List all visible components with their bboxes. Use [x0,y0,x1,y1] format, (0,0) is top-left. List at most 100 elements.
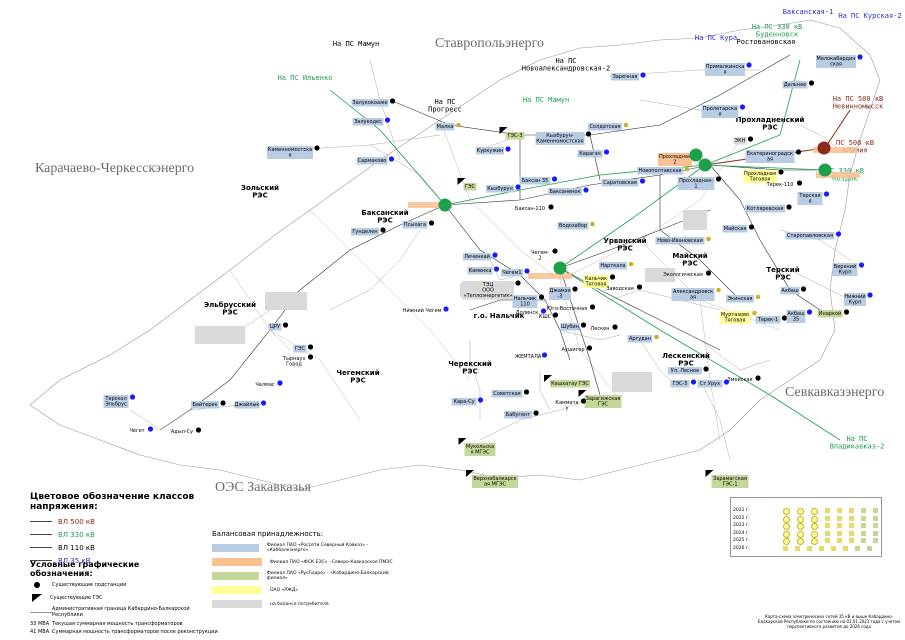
substation-node [739,104,746,110]
station-box [472,475,518,488]
schedule-cell [807,545,812,551]
schedule-cell [867,545,872,551]
station-box [535,132,585,145]
station-box [786,310,806,323]
region-stavropol: Ставропольэнерго [435,36,544,51]
schedule-row [783,515,878,524]
schedule-year: 2025 г. [733,538,750,543]
station-chegem2: Чегем-2 [531,248,558,262]
station-box [697,380,723,388]
schedule-cell [837,530,842,536]
schedule-cell [849,515,854,521]
station-box [577,150,603,158]
station-label: ГЭС-3 [507,133,522,139]
station-label: Терек-1 [757,317,778,323]
station-box [519,177,551,185]
station-box [476,147,504,155]
voltage-legend: Цветовое обозначение классов напряжения:… [30,492,240,567]
substation-node [628,261,634,267]
station-novopoltavskaya: Новополтавская [637,166,690,175]
schedule-year: 2021 г. [733,508,750,513]
station-label: Чегем-2 [531,250,549,262]
schedule-cell [843,545,848,551]
station-box [816,55,856,68]
station-label: Дальнее [784,82,807,88]
schedule-cell [811,523,818,530]
schedule-cell [797,508,804,515]
substation-node [583,187,589,193]
station-box [191,401,219,409]
station-label: Юго-Восточная [547,306,587,312]
hydro-plant-icon [705,470,714,477]
station-box [505,132,525,140]
station-label: Ст.Урух [700,381,720,387]
substation-node [748,224,755,230]
station-box [832,263,858,276]
schedule-cell [795,545,800,551]
substation-node [723,379,730,385]
station-baksan-ges: ГЭС [457,178,477,191]
schedule-row [783,508,878,516]
station-zalukodes: Залукодес [352,117,391,126]
station-box [722,225,748,233]
station-box [844,293,866,306]
substation-node [314,145,320,151]
substation-node [823,191,830,197]
legend-500kv-label: ВЛ 500 кВ [58,517,95,526]
station-label: ЦРУ [270,324,280,330]
schedule-row [783,545,878,554]
station-box [268,323,282,331]
hydro-plant-icon [466,470,474,477]
substation-node [541,352,548,358]
station-box [745,205,785,213]
substation-node [477,397,484,403]
station-label: Терек-110 [766,182,794,188]
substation-node [690,379,697,385]
legend-330kv-label: ВЛ 330 кВ [58,530,95,539]
substation-node [524,268,530,274]
station-label: Чегет [129,428,144,434]
station-box [293,345,307,353]
substation-node [443,306,449,312]
station-argudan: Аргудан [627,334,659,343]
substation-node [715,176,722,182]
schedule-cell [849,523,854,528]
elbrus-consumer-box [265,292,307,310]
station-dzhaylyk: Джайлык [234,400,267,409]
station-box [512,295,538,308]
station-box [658,153,692,166]
external-baksanskaya2: Баксанская-1 [783,8,834,16]
schedule-rows: 2021 г.2022 г.2023 г.2024 г.2025 г.2026 … [733,508,750,553]
station-label: Кара-Су [453,399,474,405]
station-soldatskaya: Солдатская [588,122,629,131]
station-label: Сармаково [358,158,387,164]
station-box [462,281,514,300]
station-label: Змейская [727,376,752,383]
station-label: ЖЕМТАЛА [515,354,542,360]
station-kara-su: Кара-Су [451,397,484,406]
legend-existing-ges: Существующие ГЭС [30,591,260,604]
station-label: Прохладная-1 [679,178,713,190]
station-label: ЭКН [735,138,746,144]
station-box [719,311,751,324]
station-prokhladnaya: Прохладная-1 [677,176,722,190]
substation-node [781,315,788,321]
station-box [745,150,795,163]
substation-node [552,312,559,318]
substation-node [867,292,873,298]
schedule-cell [837,508,842,513]
schedule-cell [825,515,830,521]
substation-node [456,122,461,128]
station-box [601,179,639,187]
schedule-cell [819,545,824,551]
